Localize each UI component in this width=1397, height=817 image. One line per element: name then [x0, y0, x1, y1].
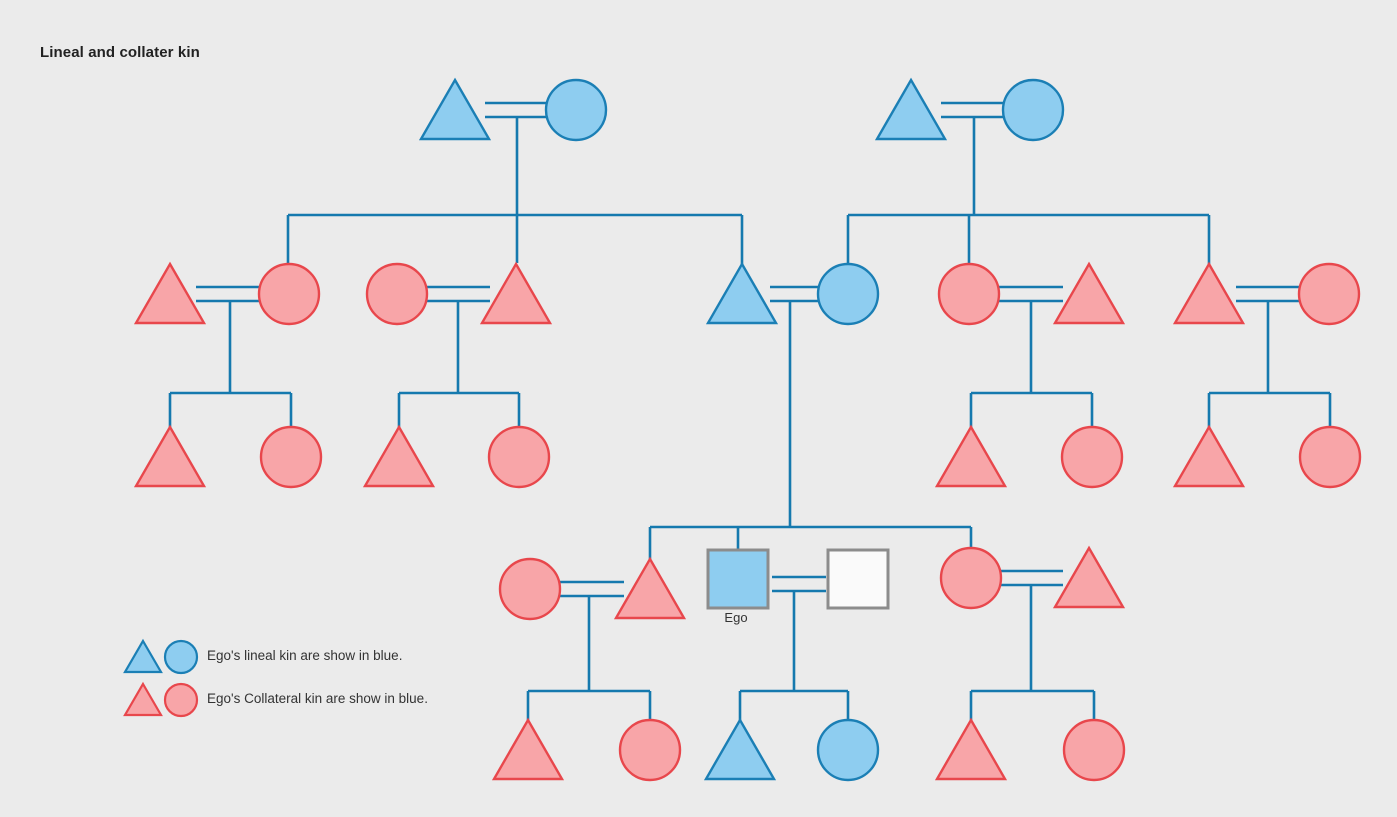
ego-node-label: Ego [724, 610, 748, 625]
marriage-link-g2b [423, 285, 490, 303]
node-cousin-c-male[interactable] [934, 424, 1008, 488]
node-mother-female[interactable] [816, 262, 880, 326]
node-maternal-grandfather-male[interactable] [874, 77, 948, 141]
node-ego-square[interactable] [706, 548, 770, 610]
node-cousin-b-female[interactable] [487, 425, 551, 489]
node-brothers-wife-female[interactable] [498, 557, 562, 621]
node-sisters-husband-male[interactable] [1052, 545, 1126, 609]
legend-lineal-triangle-icon [123, 638, 163, 674]
node-cousin-d-male[interactable] [1172, 424, 1246, 488]
node-paternal-grandmother-female[interactable] [544, 78, 608, 142]
node-sister-female[interactable] [939, 546, 1003, 610]
node-uncle-by-marriage-c-male[interactable] [1052, 261, 1126, 325]
marriage-link-g2c [996, 285, 1063, 303]
node-cousin-a-male[interactable] [133, 424, 207, 488]
node-uncle-by-marriage-a-male[interactable] [133, 261, 207, 325]
node-mothers-brother-male[interactable] [1172, 261, 1246, 325]
node-father-male[interactable] [705, 261, 779, 325]
kin-nodes [133, 77, 1362, 782]
node-nephew-left-male[interactable] [491, 717, 565, 781]
node-ego-spouse-square[interactable] [826, 548, 890, 610]
marriage-link-g2a [196, 285, 263, 303]
marriage-link-g2d [1236, 285, 1303, 303]
marriage-link-pgf-pgm [485, 101, 551, 119]
node-nephew-right-male[interactable] [934, 717, 1008, 781]
marriage-link-brother [556, 580, 624, 598]
node-cousin-c-female[interactable] [1060, 425, 1124, 489]
marriage-link-parents [770, 285, 822, 303]
node-niece-right-female[interactable] [1062, 718, 1126, 782]
node-cousin-d-female[interactable] [1298, 425, 1362, 489]
node-mothers-sister-female[interactable] [937, 262, 1001, 326]
node-paternal-grandfather-male[interactable] [418, 77, 492, 141]
node-niece-left-female[interactable] [618, 718, 682, 782]
marriage-link-ego [772, 575, 826, 593]
node-maternal-grandmother-female[interactable] [1001, 78, 1065, 142]
node-fathers-sister-female[interactable] [257, 262, 321, 326]
legend-collateral-circle-icon [163, 682, 199, 718]
link-lines [168, 101, 1332, 725]
node-cousin-b-male[interactable] [362, 424, 436, 488]
marriage-link-mgf-mgm [941, 101, 1008, 119]
marriage-link-sister [998, 569, 1063, 587]
node-cousin-a-female[interactable] [259, 425, 323, 489]
node-son-male[interactable] [703, 717, 777, 781]
page-title: Lineal and collater kin [40, 44, 200, 61]
node-daughter-female[interactable] [816, 718, 880, 782]
legend-label-lineal: Ego's lineal kin are show in blue. [207, 648, 403, 663]
legend-collateral-triangle-icon [123, 681, 163, 717]
node-brother-male[interactable] [613, 556, 687, 620]
node-aunt-by-marriage-b-female[interactable] [365, 262, 429, 326]
legend-lineal-circle-icon [163, 639, 199, 675]
legend-icons [123, 638, 199, 718]
legend-label-collateral: Ego's Collateral kin are show in blue. [207, 691, 428, 706]
node-aunt-by-marriage-d-female[interactable] [1297, 262, 1361, 326]
node-fathers-brother-male[interactable] [479, 261, 553, 325]
